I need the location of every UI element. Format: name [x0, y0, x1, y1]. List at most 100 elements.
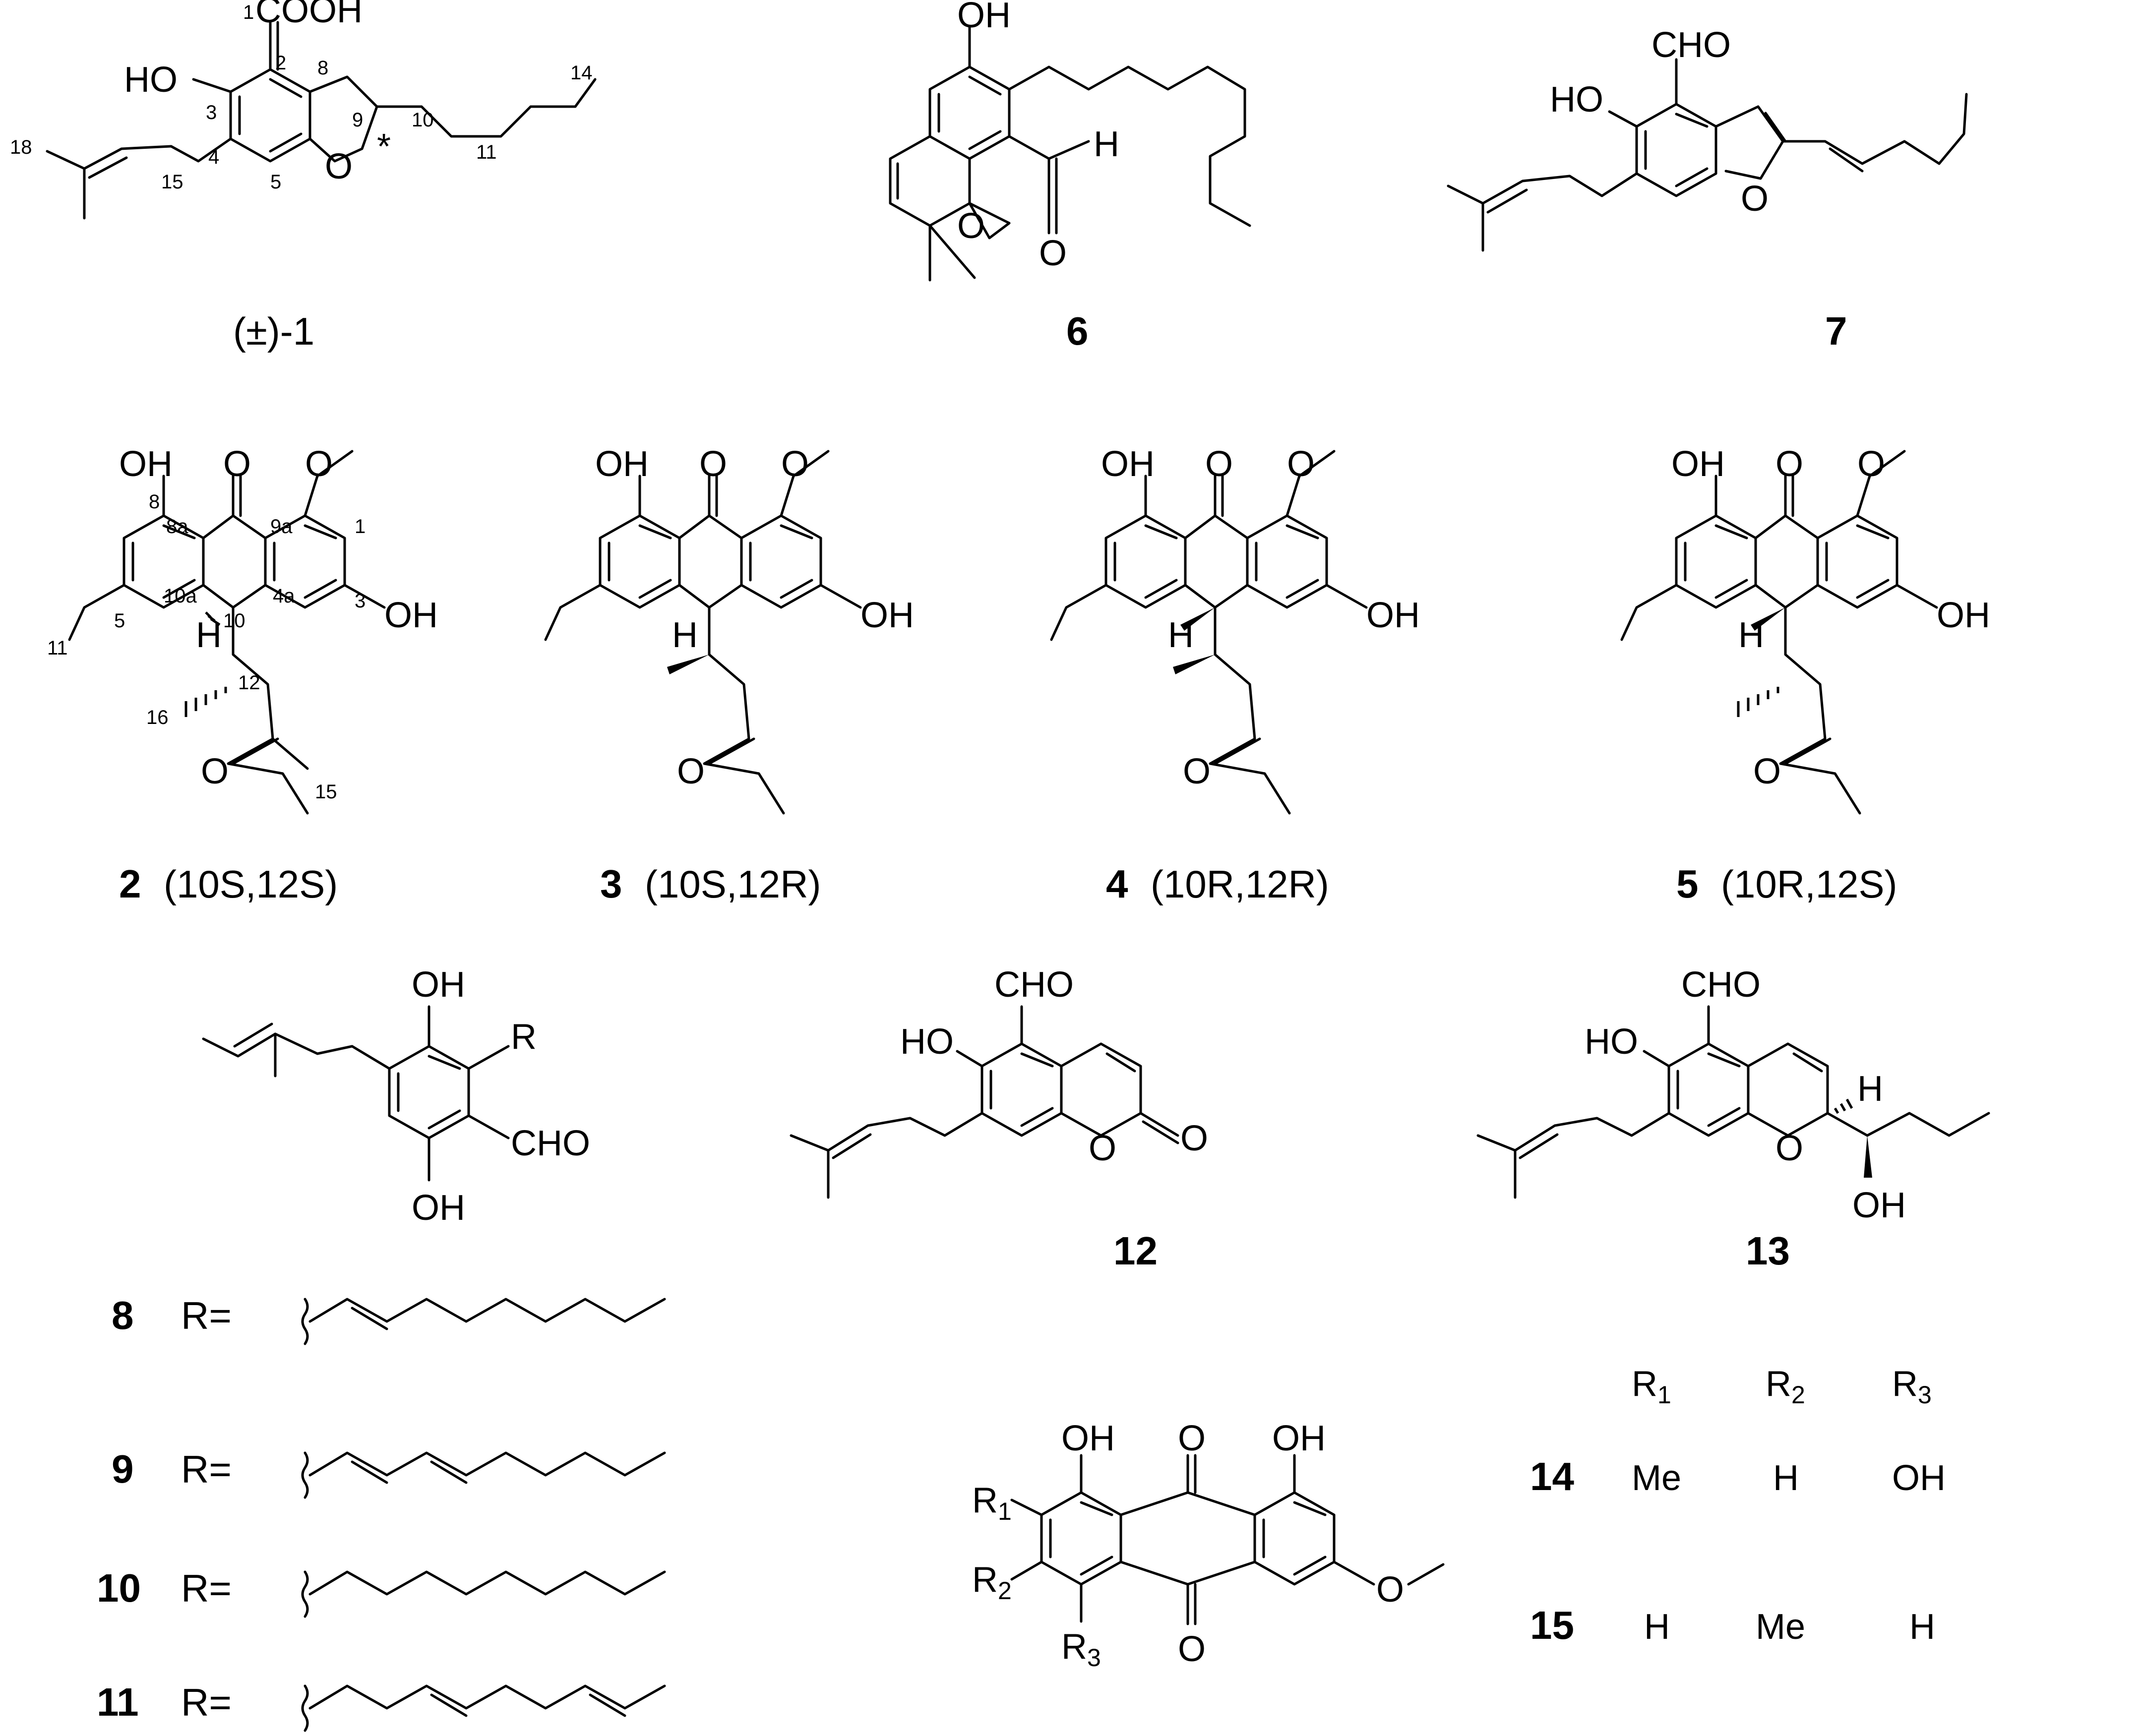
r-label: R= — [181, 1294, 232, 1337]
table-cell: H — [1909, 1607, 1935, 1647]
r-label: R= — [181, 1566, 232, 1610]
carbonyl-oxygen-label: O — [1178, 1419, 1206, 1458]
hydroxyl-label: OH — [412, 1188, 465, 1228]
atom-number: 5 — [270, 171, 281, 193]
hydroxyl-label: OH — [384, 596, 438, 635]
cho-label: CHO — [1652, 25, 1731, 65]
hydroxyl-label: OH — [412, 965, 465, 1005]
hydrogen-label: H — [1168, 615, 1194, 655]
cho-label: CHO — [994, 965, 1074, 1005]
hydroxyl-label: OH — [1101, 444, 1155, 484]
hydroxyl-label: OH — [860, 596, 914, 635]
r-subscript: 2 — [998, 1577, 1012, 1605]
methoxy-oxygen-label: O — [305, 444, 333, 484]
table-cell: Me — [1632, 1458, 1681, 1498]
atom-number: 8 — [149, 491, 160, 513]
ring-oxygen-label: O — [1089, 1129, 1116, 1168]
atom-number: 8 — [317, 57, 328, 79]
cho-label: CHO — [1681, 965, 1761, 1005]
hashed-wedge — [184, 687, 227, 717]
r-group-9: 9 R= — [112, 1447, 666, 1499]
compound-number: 9 — [112, 1447, 134, 1491]
ketone-oxygen-label: O — [201, 752, 229, 791]
compound-4: OH O O OH H O 4 (10R,12R) — [1050, 444, 1420, 906]
compound-label: 12 — [1113, 1229, 1158, 1273]
compound-3: OH O O OH H O 3 (10S,12R) — [544, 444, 914, 906]
atom-number: 8a — [166, 516, 188, 538]
ketone-oxygen-label: O — [677, 752, 705, 791]
r3-label: R3 — [1061, 1627, 1101, 1672]
compound-number: 4 — [1106, 862, 1128, 906]
atom-number: 4 — [208, 146, 219, 168]
atom-number: 5 — [114, 610, 125, 632]
r-subscript: 3 — [1918, 1381, 1932, 1409]
atom-number: 9 — [352, 109, 363, 131]
compound-label: 4 (10R,12R) — [1106, 862, 1329, 906]
hydroxyl-label: HO — [1550, 80, 1603, 120]
carbonyl-oxygen-label: O — [1205, 444, 1233, 484]
compound-label: 3 (10S,12R) — [600, 862, 821, 906]
r-subscript: 3 — [1087, 1644, 1101, 1672]
ketone-oxygen-label: O — [1753, 752, 1781, 791]
hydroxyl-label: OH — [1937, 596, 1990, 635]
table-header: R3 — [1892, 1364, 1932, 1409]
compound-number: 10 — [97, 1566, 141, 1610]
r-letter: R — [1632, 1364, 1657, 1404]
ring-oxygen-label: O — [1741, 179, 1769, 219]
r-letter: R — [972, 1560, 998, 1600]
hydrogen-label: H — [196, 615, 222, 655]
compound-label: 2 (10S,12S) — [119, 862, 338, 906]
carbonyl-oxygen-label: O — [1775, 444, 1803, 484]
table-row-id: 15 — [1530, 1603, 1574, 1647]
configuration-label: (10S,12S) — [164, 862, 338, 906]
compound-8-11-core: OH R CHO OH — [202, 965, 590, 1228]
compound-label: (±)-1 — [233, 309, 314, 353]
r-label: R= — [181, 1680, 232, 1724]
r-subscript: 1 — [998, 1497, 1012, 1525]
r-letter: R — [972, 1481, 998, 1520]
aldehyde-h-label: H — [1094, 124, 1119, 164]
cooh-label: COOH — [255, 0, 363, 30]
hydroxyl-label: HO — [124, 60, 178, 100]
r-group-10: 10 R= — [97, 1566, 666, 1618]
atom-number: 11 — [47, 637, 68, 659]
compound-label: 13 — [1746, 1229, 1790, 1273]
carbonyl-oxygen-label: O — [1178, 1629, 1206, 1669]
compound-number: 5 — [1676, 862, 1699, 906]
ketone-oxygen-label: O — [1183, 752, 1211, 791]
hydroxyl-label: OH — [957, 0, 1011, 35]
cho-label: CHO — [511, 1124, 590, 1163]
atom-number: 16 — [146, 707, 169, 728]
compound-2: OH O O OH H O 1 3 4a 5 8 8a 9a 10 10a 11… — [47, 444, 438, 906]
table-row-id: 14 — [1530, 1454, 1574, 1498]
atom-number: 11 — [476, 141, 497, 163]
compound-1: COOH 1 HO O * 2 3 4 5 8 9 10 11 14 15 18… — [10, 0, 597, 353]
compound-12: CHO HO O O 12 — [790, 965, 1208, 1273]
atom-number: 1 — [243, 1, 254, 23]
ring-oxygen-label: O — [325, 147, 353, 186]
atom-number: 3 — [355, 590, 366, 612]
compound-13: CHO HO O H OH 13 — [1476, 965, 1990, 1273]
compound-7: CHO HO O 7 — [1447, 25, 1968, 353]
hashed-wedge — [1737, 687, 1779, 717]
compound-label: 7 — [1825, 309, 1847, 353]
carbonyl-oxygen-label: O — [223, 444, 251, 484]
r-label: R= — [181, 1447, 232, 1491]
r-subscript: 1 — [1657, 1381, 1671, 1409]
hydrogen-label: H — [1738, 615, 1764, 655]
table-header: R1 — [1632, 1364, 1671, 1409]
ring-oxygen-label: O — [1775, 1129, 1803, 1168]
r2-label: R2 — [972, 1560, 1012, 1605]
carbonyl-oxygen-label: O — [699, 444, 727, 484]
atom-number: 2 — [275, 52, 286, 74]
table-cell: H — [1644, 1607, 1670, 1647]
hydroxyl-label: OH — [1272, 1419, 1326, 1458]
hydroxyl-label: HO — [900, 1022, 954, 1062]
atom-number: 15 — [315, 781, 337, 803]
methoxy-oxygen-label: O — [1857, 444, 1885, 484]
hydroxyl-label: OH — [595, 444, 649, 484]
compound-number: 3 — [600, 862, 622, 906]
r-group-8: 8 R= — [112, 1293, 666, 1345]
atom-number: 12 — [238, 672, 260, 694]
